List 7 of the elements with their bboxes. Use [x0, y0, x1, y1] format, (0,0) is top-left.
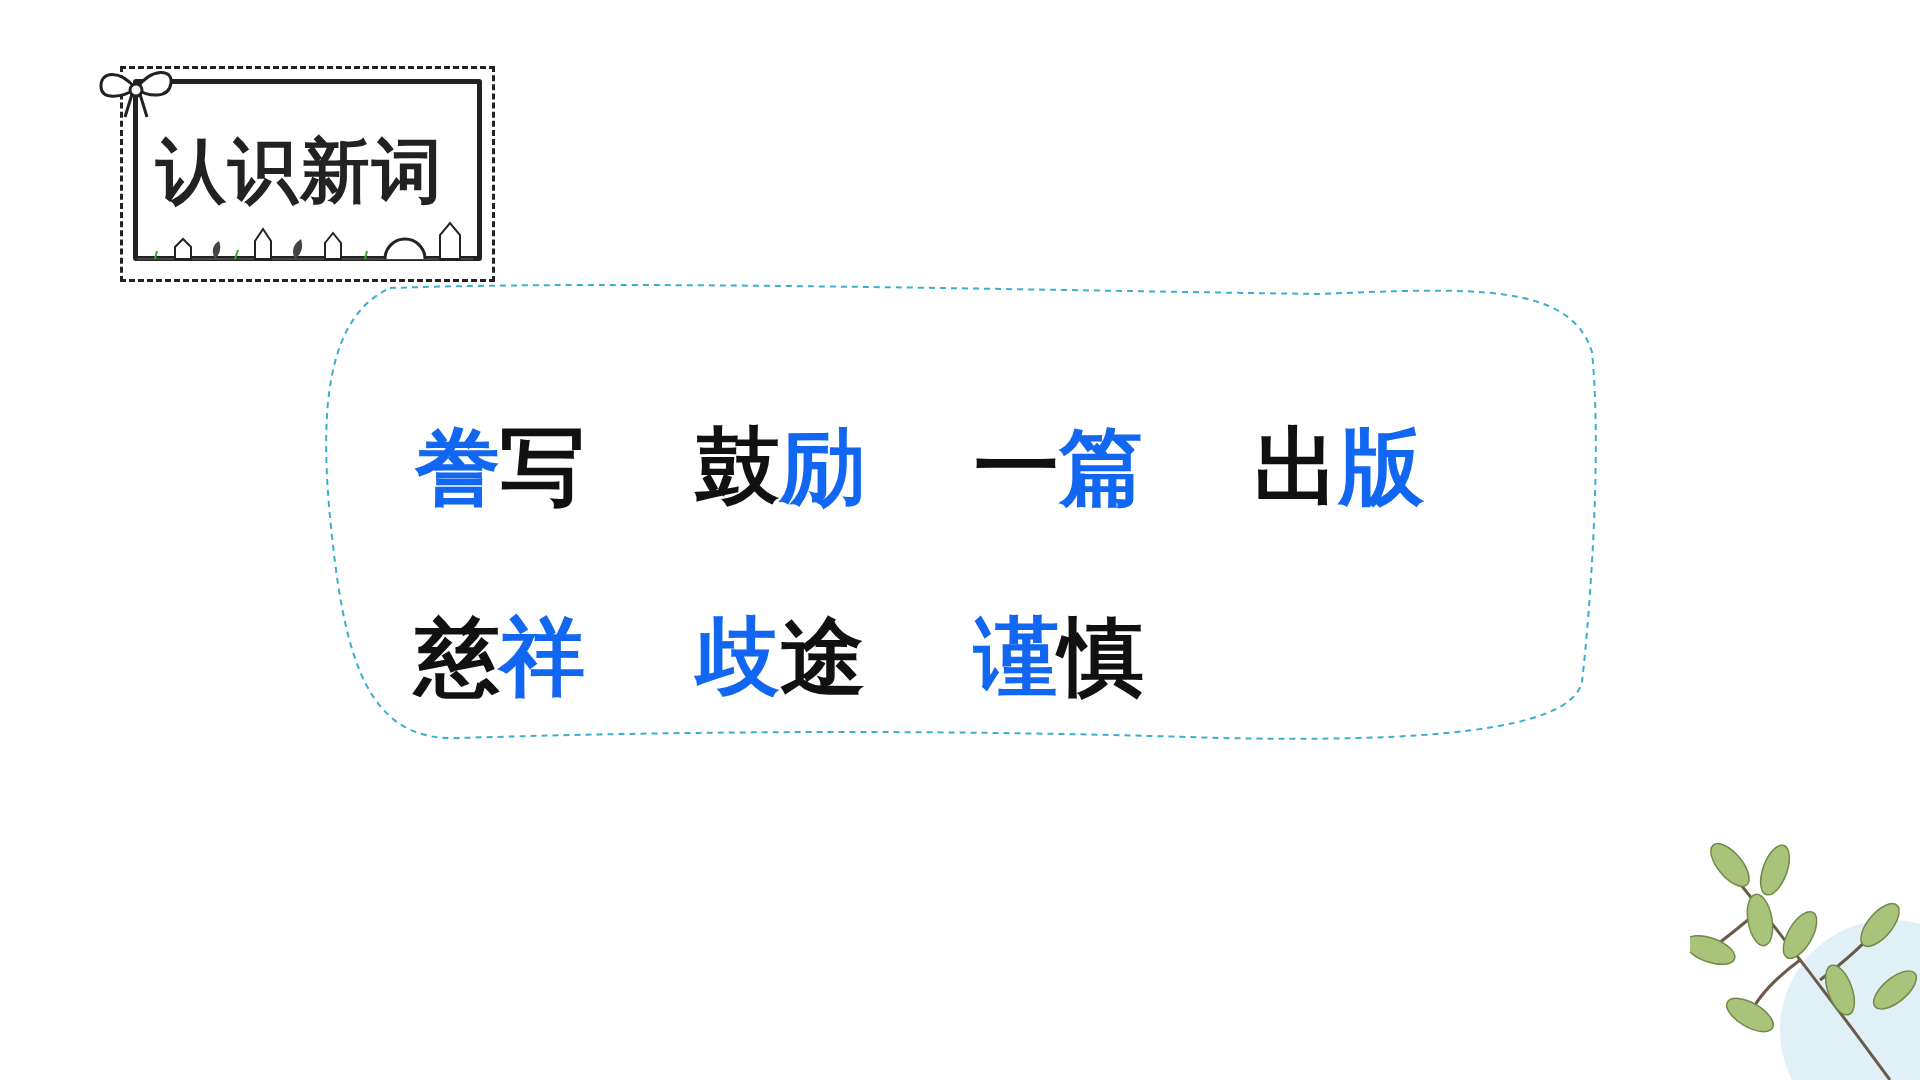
vocabulary-word: 出版	[1253, 417, 1424, 516]
vocabulary-word: 谨慎	[974, 607, 1145, 706]
vocabulary-word: 一篇	[974, 417, 1145, 516]
title-text: 认识新词	[156, 136, 444, 206]
vocabulary-word: 鼓励	[694, 417, 865, 516]
vocabulary-word: 歧途	[694, 607, 865, 706]
vocabulary-word: 誊写	[415, 417, 585, 516]
